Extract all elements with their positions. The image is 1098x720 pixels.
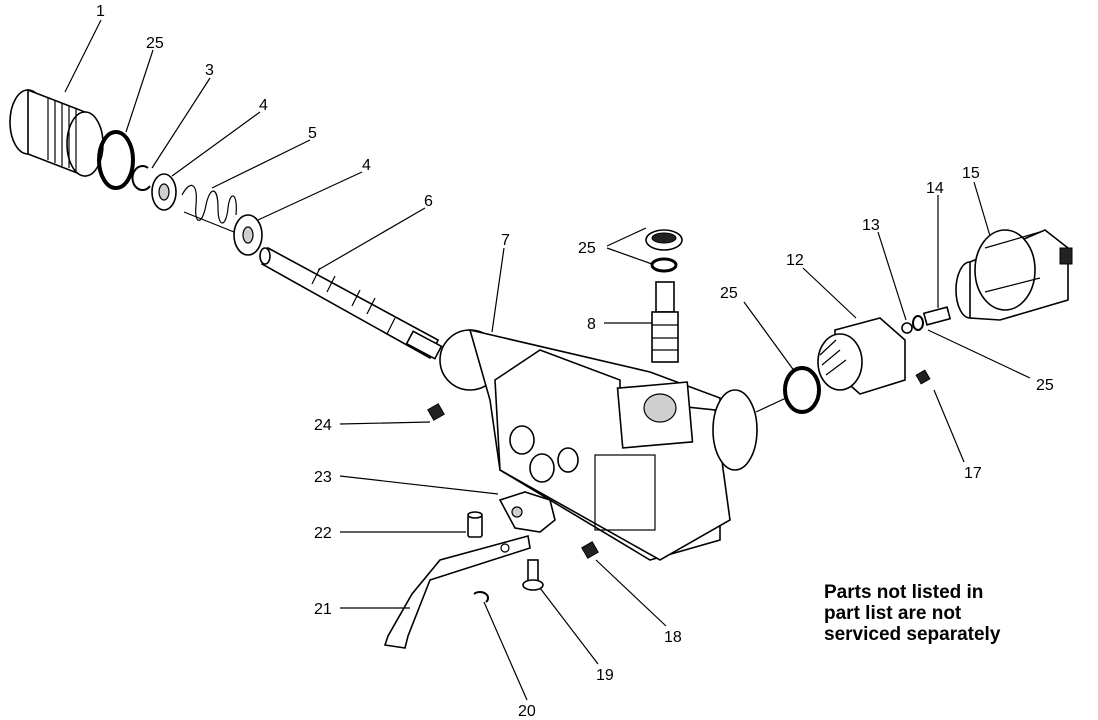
part-22-pin [467, 511, 483, 538]
callout-17: 17 [964, 465, 982, 482]
callout-3: 3 [205, 62, 214, 79]
callout-13: 13 [862, 217, 880, 234]
part-18-set-screw [581, 541, 599, 559]
callout-20: 20 [518, 703, 536, 720]
callout-4-b: 4 [362, 157, 371, 174]
part-4-washer-b [233, 214, 263, 256]
part-15-pressure-switch [955, 229, 1073, 321]
callout-numbers: 1 25 3 4 5 4 6 7 25 8 25 12 13 14 15 25 … [96, 3, 1054, 720]
part-21-lever [383, 534, 531, 649]
callout-1: 1 [96, 3, 105, 20]
service-note-line-2: part list are not [824, 603, 962, 624]
callout-6: 6 [424, 193, 433, 210]
part-25-o-ring [97, 130, 135, 190]
part-24-set-screw [427, 403, 445, 421]
service-note-line-1: Parts not listed in [824, 582, 984, 603]
part-1-threaded-cap [9, 88, 104, 178]
part-19-bolt [522, 559, 544, 591]
part-14-pin [922, 306, 952, 326]
part-7-valve-body [439, 328, 758, 561]
part-12-adapter [817, 317, 906, 395]
callout-4-a: 4 [259, 97, 268, 114]
part-17-set-screw [915, 369, 931, 385]
callout-5: 5 [308, 125, 317, 142]
service-note: Parts not listed in part list are not se… [824, 582, 1064, 645]
part-6-spool-shaft [259, 246, 443, 360]
part-4-washer-a [151, 173, 177, 211]
callout-15: 15 [962, 165, 980, 182]
callout-19: 19 [596, 667, 614, 684]
callout-25-d: 25 [1036, 377, 1054, 394]
callout-24: 24 [314, 417, 332, 434]
service-note-line-3: serviced separately [824, 624, 1001, 645]
callout-25-b: 25 [578, 240, 596, 257]
callout-8: 8 [587, 316, 596, 333]
part-8-valve-stem [645, 229, 683, 363]
callout-12: 12 [786, 252, 804, 269]
part-25-o-ring-d [912, 315, 924, 331]
leader-lines [64, 19, 1031, 701]
callout-7: 7 [501, 232, 510, 249]
part-23-cam [498, 491, 556, 533]
part-5-spring [181, 184, 237, 233]
callout-18: 18 [664, 629, 682, 646]
part-3-retaining-ring [131, 165, 151, 191]
part-25-o-ring-c [783, 366, 821, 414]
callout-21: 21 [314, 601, 332, 618]
callout-25-a: 25 [146, 35, 164, 52]
part-20-clip [473, 590, 489, 603]
part-13-ball [901, 322, 913, 334]
callout-25-c: 25 [720, 285, 738, 302]
callout-23: 23 [314, 469, 332, 486]
callout-22: 22 [314, 525, 332, 542]
callout-14: 14 [926, 180, 944, 197]
